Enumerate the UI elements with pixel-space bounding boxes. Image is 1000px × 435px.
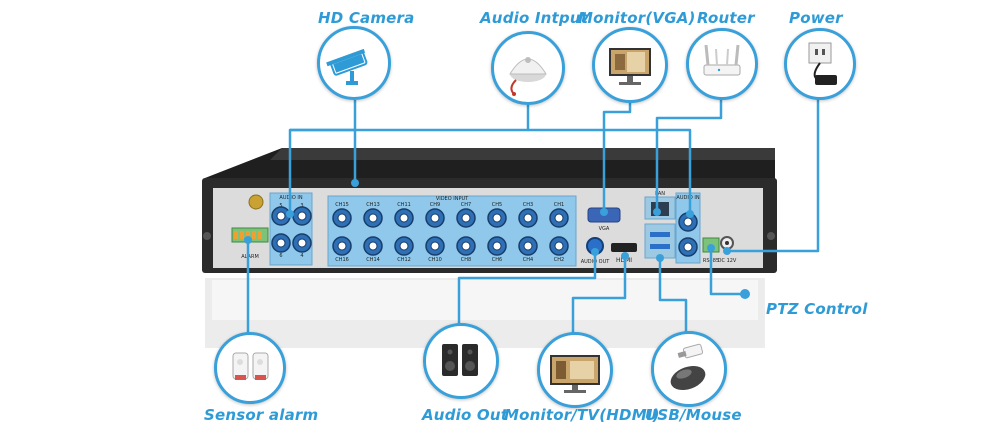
channel-label-bottom: CH10: [428, 257, 442, 263]
hd-camera-label: HD Camera: [318, 9, 415, 27]
hdmi-monitor-icon: [550, 355, 600, 393]
usb-ports: [644, 223, 676, 259]
channel-label-bottom: CH2: [554, 257, 564, 263]
microphone-icon: [509, 57, 547, 96]
vga-monitor-icon: [609, 48, 651, 85]
usb-mouse-circle: [651, 331, 727, 407]
channel-label-top: CH15: [335, 202, 349, 208]
monitor-hdmi-circle: [537, 332, 613, 408]
channel-label-bottom: CH14: [366, 257, 380, 263]
wire-vga: [602, 88, 632, 212]
audio-num: 5: [279, 203, 282, 209]
router-icon: [703, 44, 741, 76]
camera-icon: [326, 48, 368, 85]
wire-audio-out: [457, 252, 597, 324]
monitor-vga-label: Monitor(VGA): [578, 9, 696, 27]
audio-input-circle: [491, 31, 565, 105]
usb-mouse-label: USB/Mouse: [645, 406, 742, 424]
power-label: Power: [789, 9, 843, 27]
channel-label-bottom: CH8: [461, 257, 471, 263]
channel-label-top: CH11: [397, 202, 411, 208]
power-adapter-icon: [808, 42, 837, 85]
channel-label-bottom: CH6: [492, 257, 502, 263]
audio-input-label: Audio Intput: [480, 9, 589, 27]
audio-num: 3: [300, 203, 303, 209]
channel-label-top: CH13: [366, 202, 380, 208]
channel-label-top: CH9: [430, 202, 440, 208]
channel-label-top: CH3: [523, 202, 533, 208]
audio-out-circle: [423, 323, 499, 399]
wire-power: [727, 92, 820, 253]
lan-text: LAN: [655, 191, 665, 197]
wire-hdmi: [571, 256, 627, 334]
router-circle: [686, 28, 758, 100]
wire-ptz: [709, 248, 745, 296]
channel-label-top: CH7: [461, 202, 471, 208]
wire-usb: [658, 258, 688, 332]
monitor-hdmi-label: Monitor/TV(HDMI): [504, 406, 660, 424]
sensor-icon: [232, 352, 269, 380]
vga-text: VGA: [599, 226, 610, 232]
channel-label-bottom: CH12: [397, 257, 411, 263]
sensor-alarm-circle: [214, 332, 286, 404]
channel-label-top: CH5: [492, 202, 502, 208]
audio-in-right-text: AUDIO IN: [676, 195, 699, 201]
wire-router: [655, 92, 723, 212]
hdmi-port: [611, 243, 637, 252]
audio-num: 6: [279, 253, 282, 259]
bnc-connectors: [271, 206, 698, 257]
usb-mouse-icon: [670, 343, 706, 391]
sensor-alarm-label: Sensor alarm: [204, 406, 319, 424]
power-circle: [784, 28, 856, 100]
channel-label-bottom: CH16: [335, 257, 349, 263]
video-input-text: VIDEO INPUT: [436, 196, 469, 202]
speaker-icon: [442, 344, 478, 376]
hd-camera-circle: [317, 26, 391, 100]
router-label: Router: [697, 9, 755, 27]
dc-text: DC 12V: [718, 258, 737, 264]
wire-camera-bus: [288, 128, 692, 214]
audio-num: 4: [300, 253, 303, 259]
audio-out-label: Audio Out: [422, 406, 509, 424]
alarm-text: ALARM: [241, 254, 259, 260]
monitor-vga-circle: [592, 27, 668, 103]
channel-label-top: CH1: [554, 202, 564, 208]
ptz-control-label: PTZ Control: [766, 300, 868, 318]
channel-label-bottom: CH4: [523, 257, 533, 263]
